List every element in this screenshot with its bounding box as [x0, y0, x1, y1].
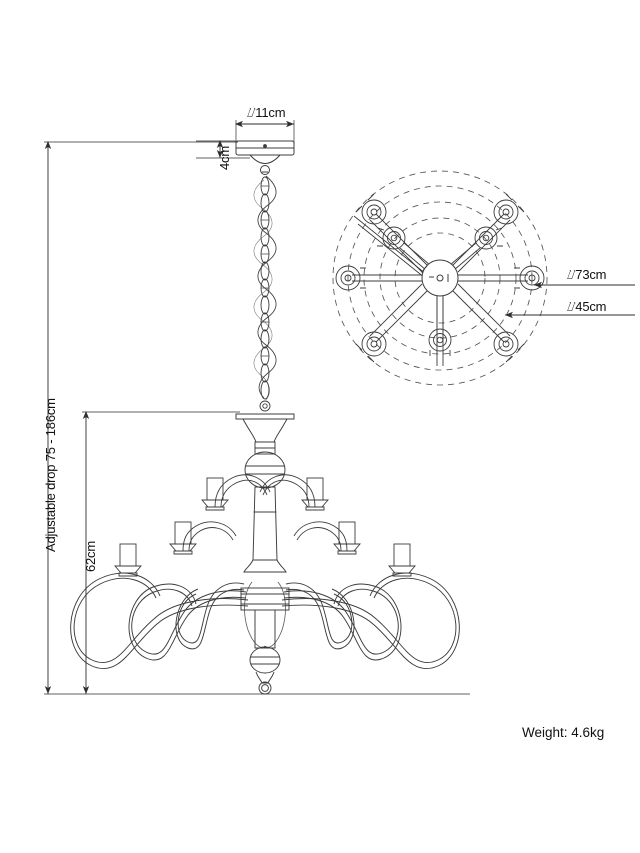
dim-adjustable-drop — [44, 141, 470, 695]
label-fixture-height: 62cm — [83, 541, 98, 572]
suspension-chain — [253, 175, 277, 412]
chandelier-arms — [70, 474, 460, 669]
chandelier-body — [235, 413, 295, 695]
plan-guide-circles — [332, 170, 548, 386]
label-outer-diameter: ⌰73cm — [567, 267, 607, 282]
label-adjustable-drop: Adjustable drop 75 - 186cm — [43, 398, 58, 552]
dim-fixture-height — [82, 411, 240, 694]
label-canopy-height: 4cm — [217, 146, 232, 170]
label-canopy-diameter: ⌰11cm — [247, 105, 286, 120]
canopy-group — [235, 140, 295, 175]
candle-outer-left — [114, 543, 142, 577]
dim-canopy-height — [196, 140, 250, 159]
candle-outer-right — [388, 543, 416, 577]
plan-outer-arms — [335, 193, 545, 366]
plan-centre-hub — [421, 259, 459, 297]
label-inner-diameter: ⌰45cm — [567, 299, 607, 314]
plan-view — [332, 170, 548, 386]
dim-canopy-diameter — [235, 120, 295, 143]
plan-inner-arms — [377, 226, 503, 356]
label-weight: Weight: 4.6kg — [522, 725, 605, 740]
